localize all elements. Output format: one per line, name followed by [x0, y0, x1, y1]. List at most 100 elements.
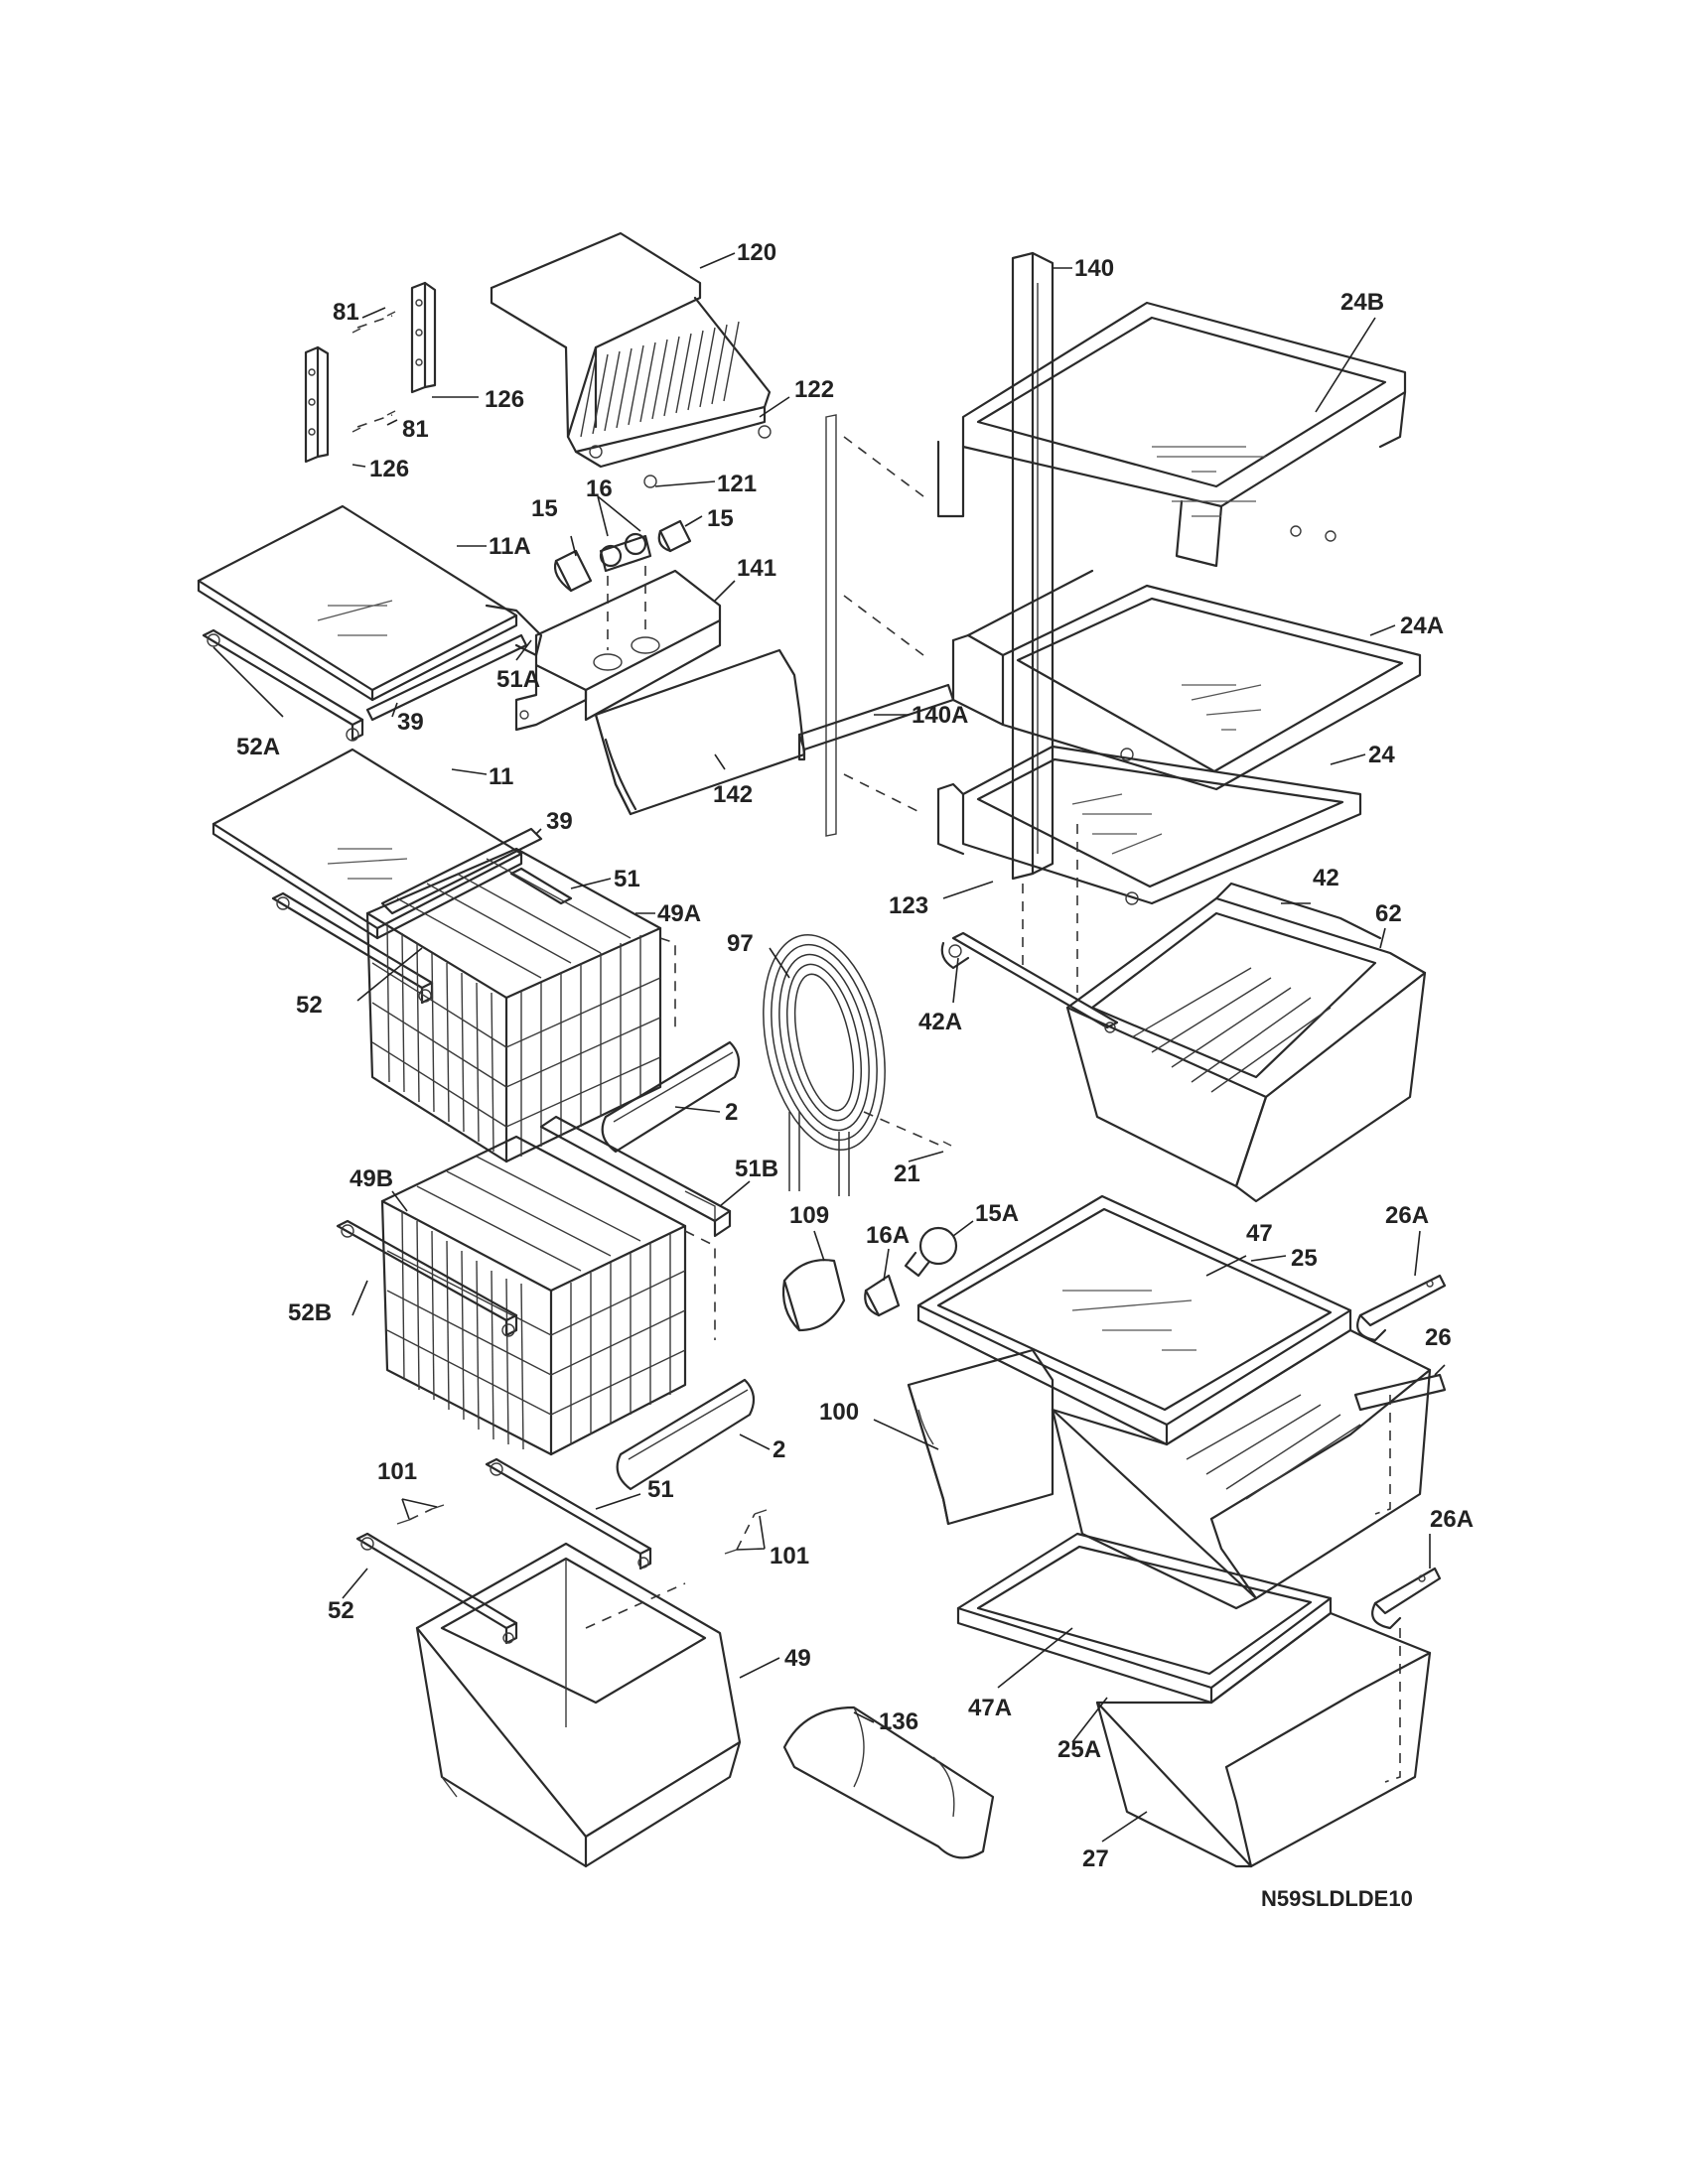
label-24B: 24B: [1340, 289, 1384, 316]
label-15A: 15A: [975, 1200, 1019, 1227]
label-2-top: 2: [725, 1099, 738, 1126]
part-51-slide-rail: [509, 867, 573, 905]
label-101-right: 101: [770, 1543, 809, 1570]
part-100-side-bracket: [907, 1348, 1055, 1526]
label-51A: 51A: [496, 666, 540, 693]
label-21: 21: [894, 1160, 920, 1187]
label-49B: 49B: [350, 1165, 393, 1192]
label-15-left: 15: [531, 495, 558, 522]
part-11A-freezer-shelf: [197, 504, 543, 702]
part-52B-slide-rail: [336, 1219, 518, 1337]
label-52B: 52B: [288, 1299, 332, 1326]
part-42A-drawer-rail: [940, 931, 1119, 1033]
part-101-screws: [396, 1504, 768, 1555]
label-120: 120: [737, 239, 776, 266]
label-26A-top: 26A: [1385, 1202, 1429, 1229]
label-140: 140: [1074, 255, 1114, 282]
part-24-lower-shelf: [936, 745, 1362, 993]
label-49A: 49A: [657, 900, 701, 927]
label-51-top: 51: [614, 866, 640, 892]
diagram-code: N59SLDLDE10: [1261, 1886, 1413, 1911]
label-51-bottom: 51: [647, 1476, 674, 1503]
part-142-light-cover: [594, 648, 806, 816]
part-24A-middle-shelf: [951, 569, 1422, 791]
label-26: 26: [1425, 1324, 1452, 1351]
label-2-bottom: 2: [773, 1436, 785, 1463]
label-49: 49: [784, 1645, 811, 1672]
label-123: 123: [889, 892, 928, 919]
part-15A-bulb: [904, 1226, 958, 1278]
label-15-right: 15: [707, 505, 734, 532]
label-62: 62: [1375, 900, 1402, 927]
part-97-coil: [763, 933, 952, 1196]
part-141-light-housing: [514, 566, 722, 732]
label-11: 11: [489, 763, 513, 790]
label-25A: 25A: [1057, 1736, 1101, 1763]
label-47: 47: [1246, 1220, 1273, 1247]
part-51-lower-rail: [485, 1457, 652, 1570]
part-39-trim: [365, 633, 528, 722]
part-26A-hanger-lower: [1371, 1567, 1442, 1783]
label-122: 122: [794, 376, 834, 403]
part-2-handle-lower: [616, 1378, 756, 1491]
label-47A: 47A: [968, 1695, 1012, 1721]
part-42-drawer-cover: [1214, 882, 1382, 940]
label-126-top: 126: [485, 386, 524, 413]
label-39-bottom: 39: [546, 808, 573, 835]
part-120-shelf-bracket: [490, 231, 772, 488]
label-141: 141: [737, 555, 776, 582]
part-52-lower-rail: [355, 1532, 518, 1645]
part-47-crisper-shelf: [916, 1194, 1352, 1446]
part-126-bracket-pair: [304, 281, 437, 464]
label-52-top: 52: [296, 992, 323, 1019]
label-42: 42: [1313, 865, 1339, 891]
label-97: 97: [727, 930, 754, 957]
part-136-cover: [782, 1706, 995, 1859]
part-47A-crisper-shelf: [956, 1532, 1333, 1705]
label-142: 142: [713, 781, 753, 808]
label-101-left: 101: [377, 1458, 417, 1485]
part-11-freezer-shelf: [211, 748, 543, 940]
label-52-bottom: 52: [328, 1597, 354, 1624]
part-26-drawer-support: [1353, 1373, 1447, 1412]
label-100: 100: [819, 1399, 859, 1426]
label-81-top: 81: [333, 299, 359, 326]
part-122-channel: [825, 414, 924, 837]
label-24: 24: [1368, 742, 1395, 768]
callout-labels: 120 140 24B 81 126 81 126 122 121 15 16 …: [236, 239, 1474, 1911]
label-25: 25: [1291, 1245, 1318, 1272]
label-126-bottom: 126: [369, 456, 409, 482]
label-51B: 51B: [735, 1156, 778, 1182]
label-140A: 140A: [912, 702, 968, 729]
part-51B-slide-rail: [539, 1115, 732, 1238]
part-49-freezer-bin: [415, 1542, 742, 1868]
part-2-handle-upper: [601, 1040, 741, 1154]
label-16: 16: [586, 476, 613, 502]
part-16A-socket: [864, 1274, 901, 1317]
part-49A-wire-basket: [365, 847, 676, 1163]
label-136: 136: [879, 1708, 918, 1735]
label-81-bottom: 81: [402, 416, 429, 443]
label-52A: 52A: [236, 734, 280, 760]
label-109: 109: [789, 1202, 829, 1229]
part-25-crisper-drawer: [1051, 1328, 1432, 1610]
part-27-crisper-drawer: [1095, 1611, 1432, 1868]
label-16A: 16A: [866, 1222, 910, 1249]
label-11A: 11A: [489, 533, 531, 560]
part-15-16-light-assembly: [553, 519, 692, 593]
part-52-slide-rail: [271, 891, 434, 1005]
label-42A: 42A: [918, 1009, 962, 1035]
part-52A-slide-rail: [202, 628, 364, 742]
part-49B-wire-basket: [380, 1135, 716, 1456]
label-26A-bottom: 26A: [1430, 1506, 1474, 1533]
label-39-top: 39: [397, 709, 424, 736]
leader-lines: [212, 252, 1446, 1843]
part-26A-hanger-upper: [1356, 1274, 1447, 1342]
part-62-crisper-drawer: [1065, 896, 1427, 1203]
label-27: 27: [1082, 1845, 1109, 1872]
part-109-light-shield: [781, 1259, 846, 1332]
label-24A: 24A: [1400, 613, 1444, 639]
label-121: 121: [717, 471, 757, 497]
part-24B-top-shelf: [936, 301, 1407, 568]
